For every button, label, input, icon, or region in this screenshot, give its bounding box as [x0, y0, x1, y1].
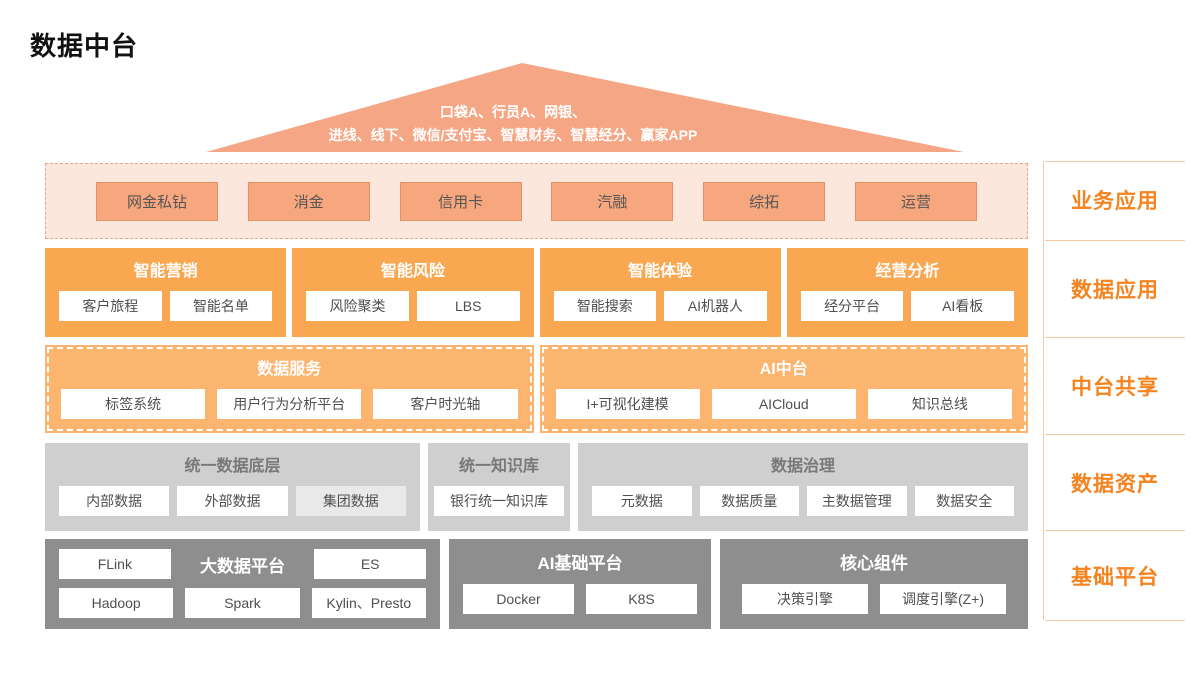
- separator-vertical-line: [1043, 161, 1044, 620]
- channel-line-1: 口袋A、行员A、网银、: [439, 104, 587, 120]
- block-data-governance: 数据治理 元数据 数据质量 主数据管理 数据安全: [578, 443, 1028, 531]
- block-unified-knowledge-base: 统一知识库 银行统一知识库: [428, 443, 570, 531]
- separator-line: [1045, 161, 1185, 162]
- layer-label-middle-shared: 中台共享: [1071, 376, 1159, 399]
- channel-line-2: 进线、线下、微信/支付宝、智慧财务、智慧经分、赢家APP: [328, 127, 698, 143]
- chip-credit-card: 信用卡: [399, 181, 522, 221]
- block-smart-marketing: 智能营销 客户旅程 智能名单: [45, 248, 287, 337]
- separator-line: [1045, 530, 1185, 531]
- chip-docker: Docker: [463, 584, 574, 614]
- block-core-components: 核心组件 决策引擎 调度引擎(Z+): [720, 539, 1028, 629]
- chip-xiaojin: 消金: [247, 181, 370, 221]
- chip-flink: FLink: [59, 549, 171, 579]
- block-smart-risk: 智能风险 风险聚类 LBS: [292, 248, 534, 337]
- chip-scheduling-engine: 调度引擎(Z+): [880, 584, 1006, 614]
- chip-k8s: K8S: [586, 584, 697, 614]
- chip-risk-clustering: 风险聚类: [306, 291, 409, 321]
- chip-jingfen-platform: 经分平台: [800, 291, 904, 321]
- layer-label-data-apps: 数据应用: [1071, 279, 1159, 302]
- block-ai-base-platform: AI基础平台 Docker K8S: [449, 539, 711, 629]
- chip-internal-data: 内部数据: [59, 486, 170, 516]
- chip-zongtuo: 综拓: [703, 181, 826, 221]
- separator-line: [1045, 620, 1185, 621]
- block-title: 数据服务: [257, 361, 322, 378]
- channel-list: 口袋A、行员A、网银、 进线、线下、微信/支付宝、智慧财务、智慧经分、赢家APP: [206, 101, 820, 147]
- row-business-apps: 网金私钻 消金 信用卡 汽融 综拓 运营: [45, 163, 1028, 239]
- block-title: 经营分析: [875, 263, 940, 280]
- separator-line: [1045, 337, 1185, 338]
- chip-operations: 运营: [854, 181, 977, 221]
- block-title: AI基础平台: [537, 554, 623, 573]
- chip-group-data: 集团数据: [295, 486, 406, 516]
- block-business-analysis: 经营分析 经分平台 AI看板: [786, 248, 1028, 337]
- chip-master-data-mgmt: 主数据管理: [807, 486, 907, 516]
- block-title: 核心组件: [840, 554, 908, 573]
- chip-kylin-presto: Kylin、Presto: [311, 588, 426, 618]
- row-middle-shared: 数据服务 标签系统 用户行为分析平台 客户时光轴 AI中台 I+可视化建模 AI…: [45, 345, 1028, 433]
- layer-label-business-apps: 业务应用: [1071, 190, 1159, 213]
- block-title: 智能体验: [628, 263, 693, 280]
- chip-tag-system: 标签系统: [61, 389, 206, 419]
- separator-line: [1045, 434, 1185, 435]
- chip-lbs: LBS: [416, 291, 520, 321]
- row-base-platform: FLink 大数据平台 ES Hadoop Spark Kylin、Presto…: [45, 539, 1028, 629]
- chip-es: ES: [314, 549, 426, 579]
- row-data-apps: 智能营销 客户旅程 智能名单 智能风险 风险聚类 LBS 智能体验 智能搜索 A…: [45, 248, 1028, 337]
- block-smart-experience: 智能体验 智能搜索 AI机器人: [539, 248, 781, 337]
- chip-knowledge-bus: 知识总线: [867, 389, 1013, 419]
- chip-ai-dashboard: AI看板: [911, 291, 1014, 321]
- block-unified-data-base: 统一数据底层 内部数据 外部数据 集团数据: [45, 443, 420, 531]
- row-data-assets: 统一数据底层 内部数据 外部数据 集团数据 统一知识库 银行统一知识库 数据治理…: [45, 443, 1028, 531]
- block-title: 统一数据底层: [184, 458, 281, 475]
- layer-label-data-assets: 数据资产: [1071, 473, 1159, 496]
- block-data-services: 数据服务 标签系统 用户行为分析平台 客户时光轴: [45, 345, 534, 433]
- chip-customer-timeline: 客户时光轴: [373, 389, 518, 419]
- chip-spark: Spark: [185, 588, 300, 618]
- chip-aicloud: AICloud: [711, 389, 856, 419]
- block-title: 智能营销: [133, 263, 198, 280]
- block-ai-middle-platform: AI中台 I+可视化建模 AICloud 知识总线: [539, 345, 1028, 433]
- block-title: AI中台: [759, 361, 808, 378]
- chip-smart-list: 智能名单: [169, 291, 273, 321]
- block-title: 大数据平台: [200, 556, 285, 576]
- chip-auto-finance: 汽融: [551, 181, 674, 221]
- chip-user-behavior-platform: 用户行为分析平台: [217, 389, 362, 419]
- chip-bank-knowledge-base: 银行统一知识库: [434, 486, 564, 516]
- chip-data-quality: 数据质量: [699, 486, 799, 516]
- chip-ai-robot: AI机器人: [664, 291, 767, 321]
- layer-label-base-platform: 基础平台: [1071, 566, 1159, 589]
- block-big-data-platform: FLink 大数据平台 ES Hadoop Spark Kylin、Presto: [45, 539, 440, 629]
- separator-line: [1045, 240, 1185, 241]
- channel-roof-triangle: 口袋A、行员A、网银、 进线、线下、微信/支付宝、智慧财务、智慧经分、赢家APP: [206, 63, 964, 152]
- chip-hadoop: Hadoop: [59, 588, 174, 618]
- chip-customer-journey: 客户旅程: [59, 291, 162, 321]
- page-title: 数据中台: [30, 31, 139, 61]
- chip-decision-engine: 决策引擎: [742, 584, 868, 614]
- chip-data-security: 数据安全: [914, 486, 1014, 516]
- block-title: 数据治理: [770, 458, 835, 475]
- block-title: 统一知识库: [458, 458, 539, 475]
- chip-smart-search: 智能搜索: [553, 291, 657, 321]
- chip-external-data: 外部数据: [177, 486, 288, 516]
- chip-iplus-visual-modeling: I+可视化建模: [555, 389, 700, 419]
- chip-wangjin-sizuan: 网金私钻: [96, 181, 218, 221]
- chip-metadata: 元数据: [592, 486, 692, 516]
- block-title: 智能风险: [380, 263, 445, 280]
